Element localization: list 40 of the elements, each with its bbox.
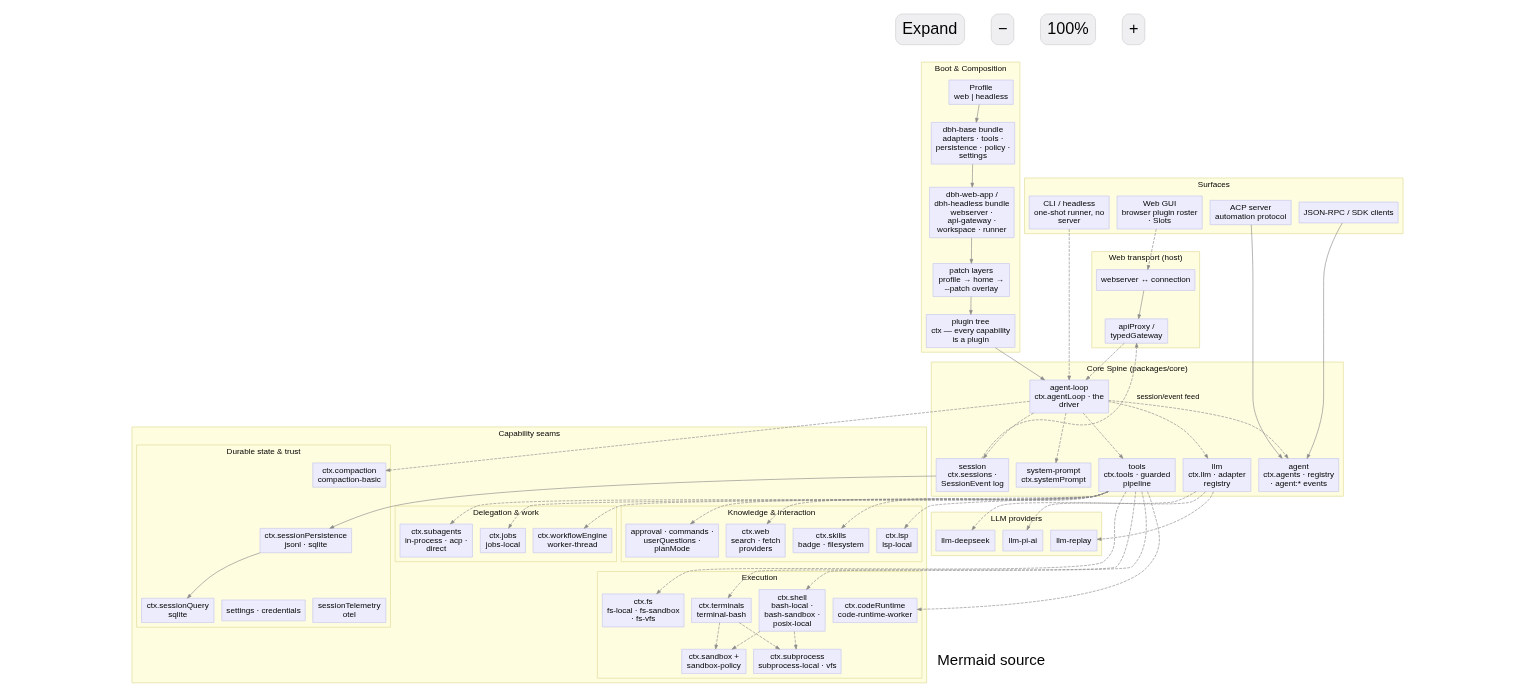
arrow xyxy=(840,491,1108,529)
arrow xyxy=(980,342,1138,459)
arrow xyxy=(1096,491,1214,541)
label: Expand xyxy=(901,18,957,37)
arrow xyxy=(1082,412,1123,459)
arrow xyxy=(1107,401,1208,459)
arrow xyxy=(968,296,973,315)
label: + xyxy=(1128,18,1138,37)
arrow xyxy=(982,412,1034,459)
arrow xyxy=(969,237,973,264)
arrow xyxy=(731,631,760,650)
arrow xyxy=(970,163,974,188)
arrow xyxy=(738,622,780,650)
arrow xyxy=(1146,228,1157,270)
arrow xyxy=(1026,491,1206,531)
arrow xyxy=(655,491,1126,595)
arrow xyxy=(714,622,720,650)
arrow xyxy=(805,491,1147,590)
arrow xyxy=(903,491,1108,529)
arrow xyxy=(1085,342,1125,381)
arrow xyxy=(1250,224,1282,459)
arrow xyxy=(974,104,979,123)
arrow xyxy=(1054,412,1066,464)
arrow xyxy=(1137,290,1144,320)
arrow xyxy=(994,347,1045,381)
arrow xyxy=(328,475,936,529)
arrow xyxy=(971,491,1196,531)
arrow xyxy=(793,631,797,650)
arrow xyxy=(1107,400,1288,459)
arrow xyxy=(385,401,1030,472)
arrow xyxy=(1306,222,1343,459)
arrow xyxy=(449,491,1109,525)
arrow xyxy=(1066,228,1071,381)
label: 100% xyxy=(1046,18,1089,37)
label: − xyxy=(997,18,1007,37)
arrow xyxy=(766,491,1109,525)
arrow xyxy=(186,552,261,599)
arrow xyxy=(916,491,1160,612)
arrow xyxy=(689,491,1109,525)
label: Mermaid source xyxy=(936,651,1045,669)
